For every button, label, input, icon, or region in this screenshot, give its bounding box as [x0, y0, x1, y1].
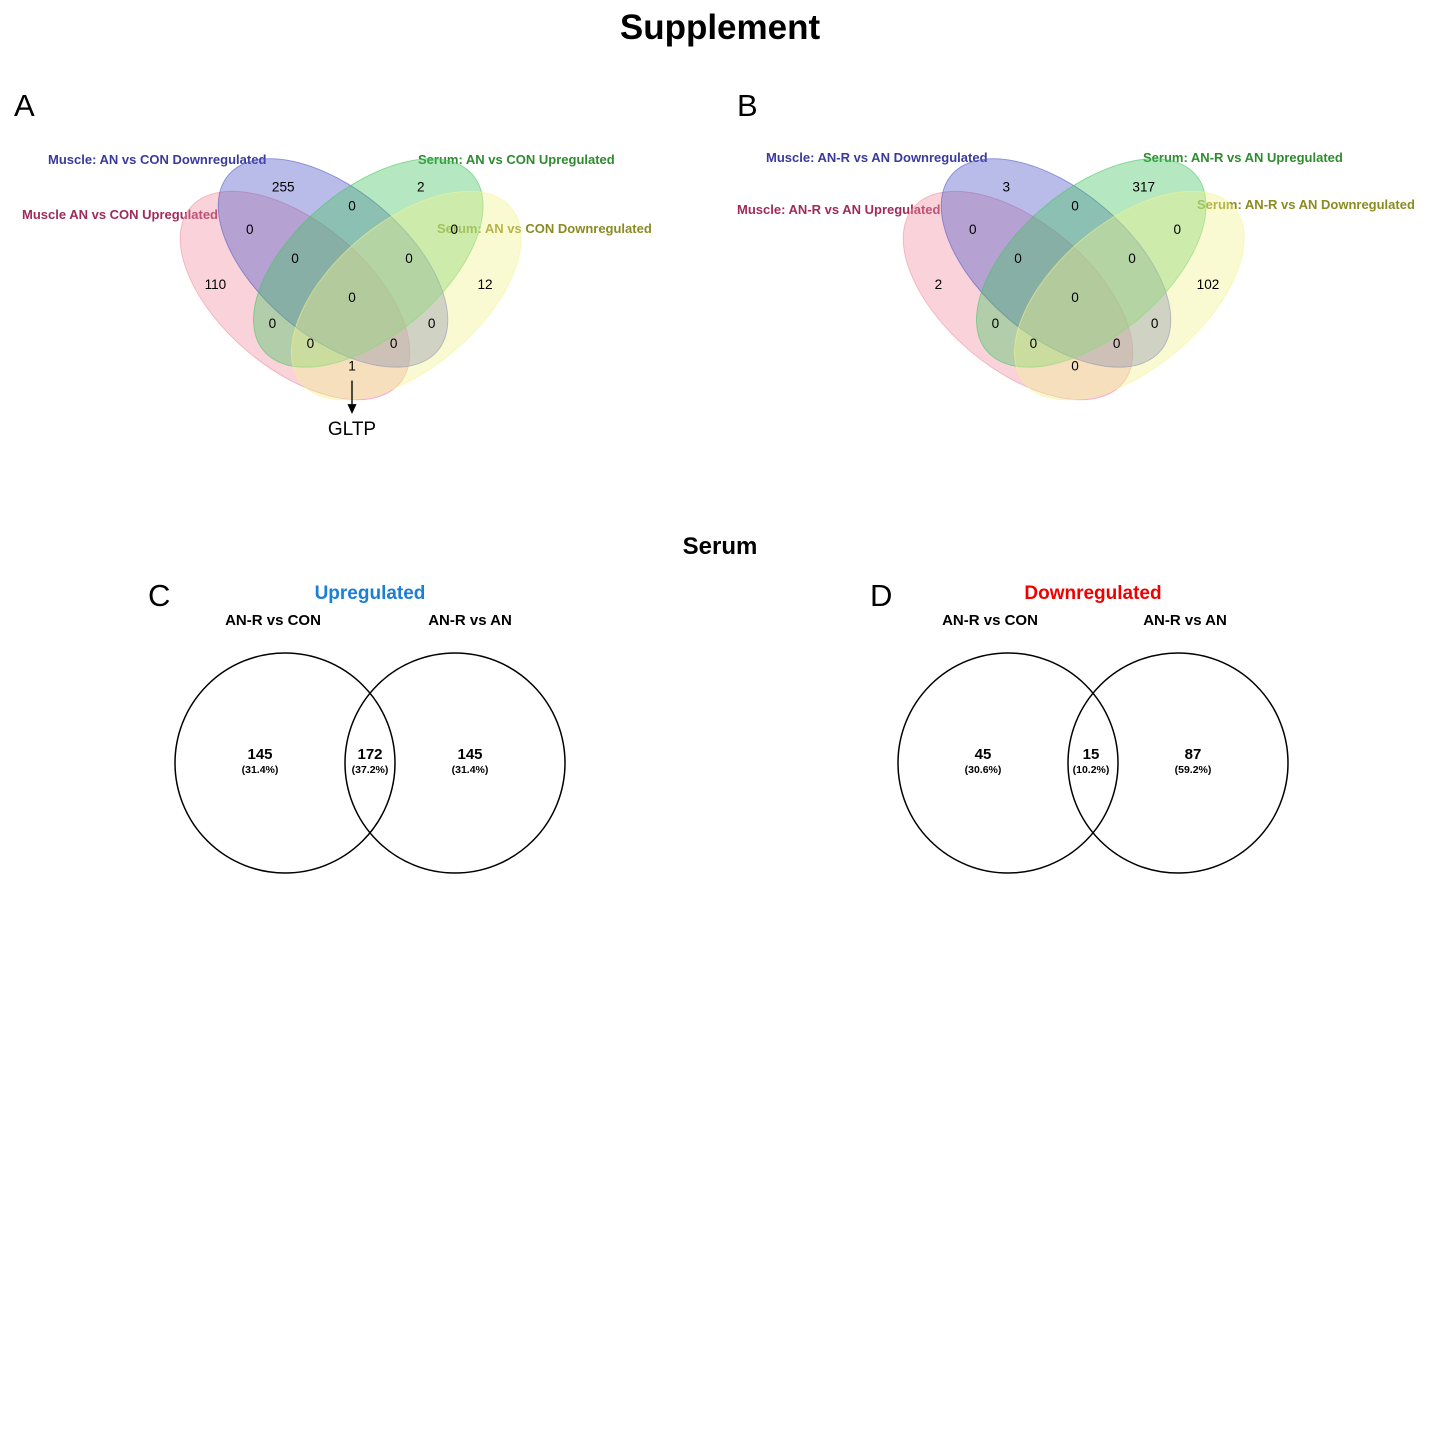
panel-c-left-set-label: AN-R vs CON: [225, 612, 321, 629]
venn4-diagram-panel-b: 3 317 0 0 0 2 0 0 0 102 0 0 0 0 0: [902, 158, 1245, 401]
panel-a-set-label-serum-upregulated: Serum: AN vs CON Upregulated: [418, 152, 615, 167]
region-count: 2: [417, 179, 425, 194]
venn4-ellipses-a: [179, 158, 522, 401]
panel-c-right-set-label: AN-R vs AN: [428, 612, 512, 629]
region-count: 1: [348, 359, 356, 374]
venn-ellipse-serum-down-icon: [1014, 190, 1245, 401]
region-count: 2: [935, 277, 943, 292]
right-only-count: 145: [457, 746, 482, 763]
panel-d-left-set-label: AN-R vs CON: [942, 612, 1038, 629]
region-count: 0: [1151, 316, 1159, 331]
venn-circle-right-icon: [1067, 652, 1289, 874]
left-only-percent: (31.4%): [242, 764, 279, 776]
venn4-region-counts-b: 3 317 0 0 0 2 0 0 0 102 0 0 0 0 0: [935, 179, 1220, 373]
overlap-count: 15: [1083, 746, 1100, 763]
venn-ellipse-muscle-up-icon: [902, 190, 1134, 401]
region-count: 0: [1128, 251, 1136, 266]
region-count: 0: [1071, 198, 1079, 213]
panel-d-title-downregulated: Downregulated: [1024, 583, 1162, 604]
panel-b-set-label-serum-downregulated: Serum: AN-R vs AN Downregulated: [1197, 197, 1415, 212]
right-only-count: 87: [1185, 746, 1202, 763]
region-count: 0: [1071, 290, 1079, 305]
region-count: 317: [1132, 179, 1155, 194]
region-count: 0: [1014, 251, 1022, 266]
region-count: 0: [269, 316, 277, 331]
venn-ellipse-muscle-up-icon: [179, 190, 411, 401]
arrow-head: [347, 404, 357, 415]
panel-a-set-label-serum-downregulated: Serum: AN vs CON Downregulated: [437, 221, 652, 236]
panel-b-set-label-serum-upregulated: Serum: AN-R vs AN Upregulated: [1143, 150, 1343, 165]
panel-b-set-label-muscle-upregulated: Muscle: AN-R vs AN Upregulated: [737, 202, 941, 217]
venn-ellipse-muscle-down-icon: [217, 158, 449, 368]
region-count: 0: [450, 222, 458, 237]
venn2-diagram-upregulated: 145 (31.4%) 172 (37.2%) 145 (31.4%): [174, 652, 566, 874]
region-count: 0: [291, 251, 299, 266]
panel-d-label: D: [870, 578, 893, 613]
venn4-diagram-panel-a: 255 2 0 0 0 110 0 0 0 12 0 0 0 0 1 GLTP: [179, 158, 522, 440]
region-count: 0: [405, 251, 413, 266]
region-count: 0: [307, 336, 315, 351]
venn-ellipse-serum-up-icon: [253, 158, 484, 368]
venn-ellipse-serum-down-icon: [291, 190, 522, 401]
venn4-region-counts-a: 255 2 0 0 0 110 0 0 0 12 0 0 0 0 1: [205, 179, 493, 373]
serum-section-title: Serum: [682, 533, 758, 560]
panel-b-set-label-muscle-downregulated: Muscle: AN-R vs AN Downregulated: [766, 150, 988, 165]
left-only-count: 45: [975, 746, 992, 763]
region-count: 0: [1030, 336, 1038, 351]
venn2-diagram-downregulated: 45 (30.6%) 15 (10.2%) 87 (59.2%): [897, 652, 1289, 874]
region-count: 3: [1002, 179, 1010, 194]
left-only-percent: (30.6%): [965, 764, 1002, 776]
region-count: 110: [205, 277, 227, 292]
region-count: 0: [1113, 336, 1121, 351]
left-only-count: 145: [247, 746, 272, 763]
region-count: 12: [477, 277, 492, 292]
region-count: 0: [246, 222, 254, 237]
overlap-percent: (10.2%): [1073, 764, 1110, 776]
region-count: 0: [1173, 222, 1181, 237]
overlap-percent: (37.2%): [352, 764, 389, 776]
venn4-ellipses-b: [902, 158, 1245, 401]
gltp-arrow-icon: [347, 380, 357, 415]
region-count: 0: [992, 316, 1000, 331]
region-count: 0: [390, 336, 398, 351]
region-count: 255: [272, 179, 295, 194]
right-only-percent: (59.2%): [1175, 764, 1212, 776]
panel-c-label: C: [148, 578, 171, 613]
panel-d-right-set-label: AN-R vs AN: [1143, 612, 1227, 629]
region-count: 0: [428, 316, 436, 331]
panel-a-set-label-muscle-downregulated: Muscle: AN vs CON Downregulated: [48, 152, 267, 167]
region-count: 0: [348, 290, 356, 305]
panel-b-label: B: [737, 88, 758, 123]
venn-ellipse-muscle-down-icon: [940, 158, 1172, 368]
overlap-count: 172: [357, 746, 382, 763]
panel-a-label: A: [14, 88, 35, 123]
region-count: 0: [348, 198, 356, 213]
venn-circle-left-icon: [174, 652, 396, 874]
gltp-annotation: GLTP: [328, 419, 376, 440]
venn-circle-right-icon: [344, 652, 566, 874]
region-count: 102: [1197, 277, 1220, 292]
right-only-percent: (31.4%): [452, 764, 489, 776]
region-count: 0: [1071, 359, 1079, 374]
venn-ellipse-serum-up-icon: [976, 158, 1207, 368]
venn-circle-left-icon: [897, 652, 1119, 874]
panel-c-title-upregulated: Upregulated: [314, 583, 426, 604]
region-count: 0: [969, 222, 977, 237]
page-title: Supplement: [619, 8, 821, 47]
panel-a-set-label-muscle-upregulated: Muscle AN vs CON Upregulated: [22, 207, 219, 222]
